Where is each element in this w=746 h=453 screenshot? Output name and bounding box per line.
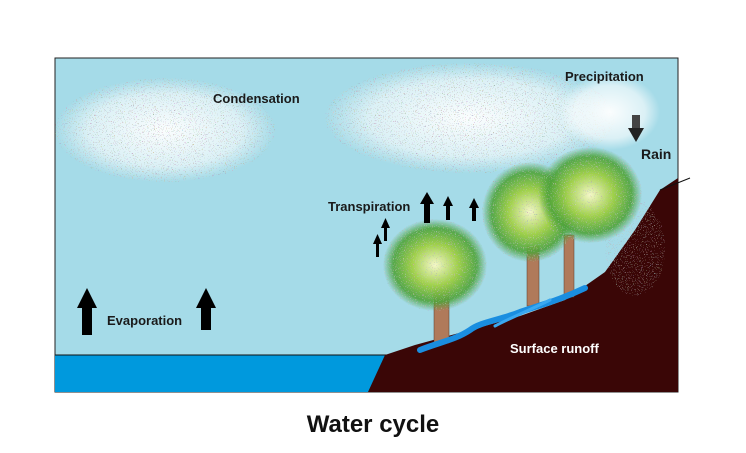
rain-label: Rain [641,146,672,162]
transpiration-label: Transpiration [328,199,411,214]
hill-edge-line [659,177,691,191]
precipitation-label: Precipitation [565,69,644,84]
evaporation-label: Evaporation [107,313,183,328]
rain-arrow-icon [628,115,644,142]
tree-canopy [383,219,487,311]
transpiration-arrow-icon [373,234,382,257]
condensation-label: Condensation [213,91,300,106]
runoff-stream [493,298,552,328]
transpiration-arrow-icon [469,198,479,221]
evaporation-arrow-icon [77,288,97,335]
transpiration-arrow-icon [443,196,453,220]
tree-canopy [538,147,642,243]
evaporation-arrow-icon [196,288,216,330]
transpiration-arrow-icon [420,192,434,223]
runoff-stream [417,285,588,353]
sea [55,355,385,392]
diagram-caption: Water cycle [306,411,440,438]
surface-runoff-label: Surface runoff [510,341,599,356]
cloud-left [55,78,275,182]
transpiration-arrow-icon [381,218,390,241]
